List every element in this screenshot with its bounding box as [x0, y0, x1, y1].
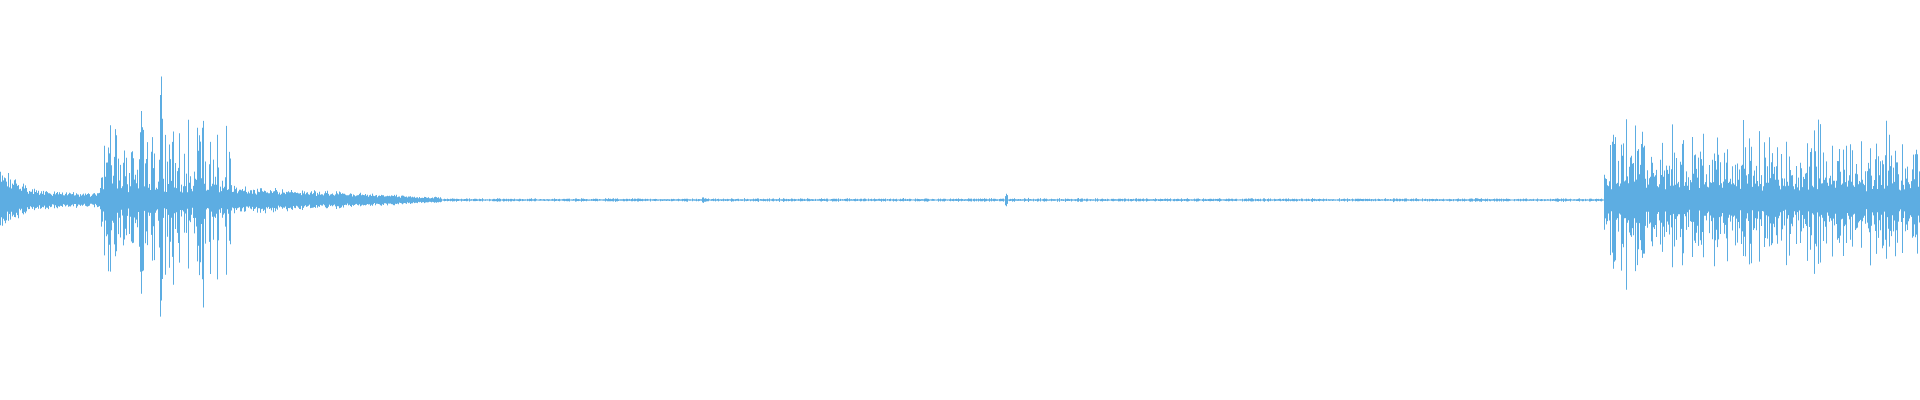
waveform-samples	[0, 76, 1920, 317]
waveform-path	[0, 76, 1920, 317]
